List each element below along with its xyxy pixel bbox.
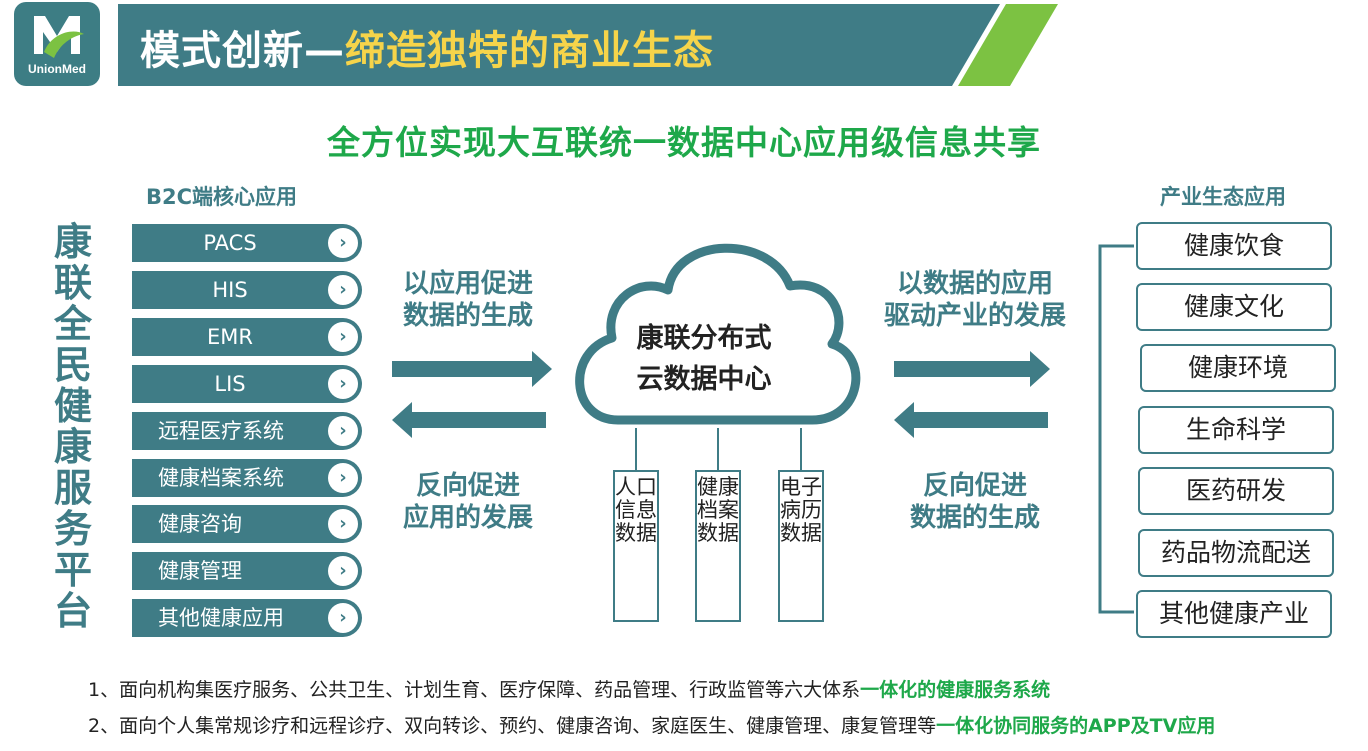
chevron-right-icon: › [328,369,358,399]
arrow-right-icon [392,351,552,387]
industry-item[interactable]: 其他健康产业 [1136,590,1332,638]
chevron-right-icon: › [328,322,358,352]
pill-label: 健康档案系统 [158,466,284,490]
logo-text: UnionMed [28,62,86,76]
note-1: 1、面向机构集医疗服务、公共卫生、计划生育、医疗保障、药品管理、行政监管等六大体… [88,675,1050,702]
unionmed-logo: UnionMed [14,2,100,86]
label-reverse-app: 反向促进 应用的发展 [402,471,533,533]
industry-item[interactable]: 健康文化 [1136,283,1332,331]
app-pill-lis[interactable]: LIS › [132,365,362,403]
db-health-records: 健康档案数据 [695,470,741,622]
title-main: 模式创新— [140,28,345,74]
app-pill-health-records[interactable]: 健康档案系统 › [132,459,362,497]
note-emphasis: 一体化的健康服务系统 [860,679,1051,701]
cloud-shape [575,243,861,425]
industry-heading: 产业生态应用 [1160,185,1286,209]
pill-label: 其他健康应用 [158,606,284,630]
app-pill-his[interactable]: HIS › [132,271,362,309]
note-text: 2、面向个人集常规诊疗和远程诊疗、双向转诊、预约、健康咨询、家庭医生、健康管理、… [88,715,937,737]
label-app-drives-data: 以应用促进 数据的生成 [402,269,533,331]
industry-bracket [1098,244,1134,614]
app-pill-emr[interactable]: EMR › [132,318,362,356]
app-pill-health-consult[interactable]: 健康咨询 › [132,505,362,543]
chevron-right-icon: › [328,416,358,446]
title-highlight: 缔造独特的商业生态 [345,28,714,74]
platform-vertical-title: 康联全民健康服务平台 [53,220,92,633]
subtitle: 全方位实现大互联统一数据中心应用级信息共享 [327,123,1041,162]
app-pill-other-health[interactable]: 其他健康应用 › [132,599,362,637]
industry-item[interactable]: 健康环境 [1140,344,1336,392]
chevron-right-icon: › [328,556,358,586]
db-population: 人口信息数据 [613,470,659,622]
note-text: 1、面向机构集医疗服务、公共卫生、计划生育、医疗保障、药品管理、行政监管等六大体… [88,679,861,701]
pill-label: 健康咨询 [158,512,242,536]
industry-item[interactable]: 医药研发 [1138,467,1334,515]
arrow-right-icon [894,351,1050,387]
industry-item[interactable]: 生命科学 [1138,406,1334,454]
pill-label: LIS [214,372,246,396]
app-pill-pacs[interactable]: PACS › [132,224,362,262]
label-data-drives-industry: 以数据的应用 驱动产业的发展 [883,269,1066,331]
app-pill-telemedicine[interactable]: 远程医疗系统 › [132,412,362,450]
pill-label: PACS [203,231,257,255]
chevron-right-icon: › [328,603,358,633]
cloud-label: 康联分布式 云数据中心 [636,323,772,395]
chevron-right-icon: › [328,463,358,493]
arrow-left-icon [392,402,546,438]
page-title: 模式创新—缔造独特的商业生态 [140,18,714,76]
arrow-left-icon [894,402,1048,438]
b2c-heading: B2C端核心应用 [146,185,298,209]
chevron-right-icon: › [328,228,358,258]
app-pill-health-management[interactable]: 健康管理 › [132,552,362,590]
db-emr: 电子病历数据 [778,470,824,622]
chevron-right-icon: › [328,275,358,305]
pill-label: 远程医疗系统 [158,419,284,443]
pill-label: HIS [212,278,248,302]
industry-item[interactable]: 健康饮食 [1136,222,1332,270]
label-reverse-data: 反向促进 数据的生成 [909,471,1040,533]
pill-label: 健康管理 [158,559,242,583]
pill-label: EMR [207,325,253,349]
cloud-data-center: 康联分布式 云数据中心 [604,318,804,400]
chevron-right-icon: › [328,509,358,539]
note-emphasis: 一体化协同服务的APP及TV应用 [936,715,1216,737]
industry-item[interactable]: 药品物流配送 [1138,529,1334,577]
note-2: 2、面向个人集常规诊疗和远程诊疗、双向转诊、预约、健康咨询、家庭医生、健康管理、… [88,711,1215,738]
title-banner: 模式创新—缔造独特的商业生态 [118,4,1058,86]
